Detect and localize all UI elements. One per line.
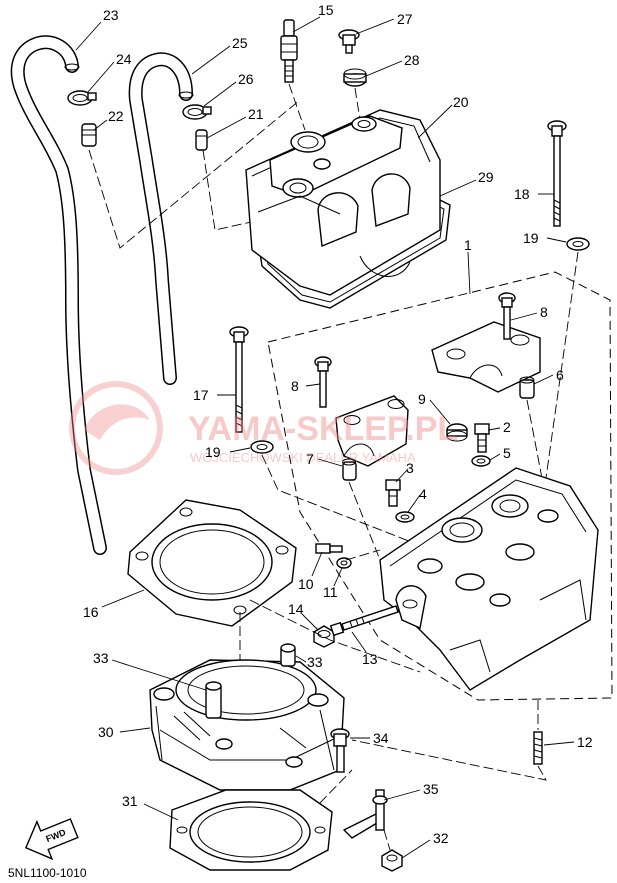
stud-12 bbox=[533, 731, 543, 765]
hose-clamp-26 bbox=[182, 104, 212, 120]
dealer-watermark: YAMA-SKLEP.PL WOJCIECHOWSKI DEALER YAMAH… bbox=[69, 381, 458, 475]
watermark-title: YAMA-SKLEP.PL bbox=[188, 410, 458, 448]
o-ring-4 bbox=[395, 511, 415, 523]
callout-34: 34 bbox=[373, 730, 389, 746]
washer-11 bbox=[336, 557, 352, 569]
bolt-axis-27 bbox=[354, 87, 361, 121]
camshaft-cap-right bbox=[431, 321, 541, 393]
callout-19-left: 19 bbox=[205, 444, 221, 460]
dowel-pin-7 bbox=[342, 458, 357, 481]
callout-2: 2 bbox=[503, 419, 511, 435]
bolt-13 bbox=[329, 605, 399, 637]
callout-31: 31 bbox=[122, 793, 138, 809]
callout-26: 26 bbox=[238, 71, 254, 87]
cylinder-30 bbox=[149, 659, 345, 791]
cap-bolt-8-right bbox=[498, 292, 516, 340]
spark-plug-axis bbox=[288, 83, 306, 131]
diagram-code: 5NL1100-1010 bbox=[8, 866, 87, 880]
callout-4: 4 bbox=[419, 486, 427, 502]
callout-10: 10 bbox=[298, 576, 314, 592]
breather-hose-25 bbox=[128, 52, 194, 385]
callout-30: 30 bbox=[98, 724, 114, 740]
stud-bolt-17 bbox=[229, 326, 249, 433]
cover-bolt-27 bbox=[338, 29, 360, 54]
camshaft-cap-left bbox=[335, 395, 409, 467]
union-bolt-2 bbox=[474, 423, 490, 453]
callout-1: 1 bbox=[464, 237, 472, 253]
callout-23: 23 bbox=[103, 7, 119, 23]
bolt-14 bbox=[313, 625, 335, 648]
callout-8-left: 8 bbox=[291, 378, 299, 394]
hose-fitting-21 bbox=[195, 129, 208, 151]
bolt-34 bbox=[330, 728, 350, 773]
bracket-axis-35 bbox=[383, 829, 391, 851]
callout-29: 29 bbox=[478, 169, 494, 185]
bolt-axis-10 bbox=[345, 549, 381, 561]
cap-bolt-8-left bbox=[314, 356, 332, 408]
callout-33-right: 33 bbox=[307, 654, 323, 670]
dowel-pin-6 bbox=[519, 376, 535, 399]
callout-16: 16 bbox=[83, 604, 99, 620]
stud-bolt-18 bbox=[547, 120, 567, 227]
cylinder-head-cover-20 bbox=[245, 109, 441, 296]
callout-21: 21 bbox=[248, 106, 264, 122]
watermark-subtitle: WOJCIECHOWSKI DEALER YAMAHA bbox=[190, 450, 416, 465]
leader-lines bbox=[75, 16, 575, 859]
hose-clamp-24 bbox=[67, 90, 97, 106]
washer-19-left bbox=[250, 440, 274, 454]
callout-18: 18 bbox=[514, 186, 530, 202]
fwd-arrow-icon: FWD bbox=[24, 818, 79, 861]
hose-route-line-a bbox=[88, 99, 301, 249]
bracket-35 bbox=[342, 789, 388, 839]
callout-33-left: 33 bbox=[93, 650, 109, 666]
callout-labels: 23 15 27 24 25 28 26 20 22 21 29 18 19 1… bbox=[83, 2, 593, 846]
bolt-10 bbox=[315, 543, 343, 554]
callout-14: 14 bbox=[288, 601, 304, 617]
o-ring-5 bbox=[471, 455, 491, 467]
stud-axis-17 bbox=[261, 454, 433, 551]
spark-plug-15 bbox=[280, 19, 298, 83]
callout-28: 28 bbox=[404, 52, 420, 68]
callout-5: 5 bbox=[503, 445, 511, 461]
callout-7: 7 bbox=[306, 451, 314, 467]
stud-axis-18 bbox=[539, 251, 579, 521]
nut-32 bbox=[381, 849, 403, 872]
callout-3: 3 bbox=[406, 460, 414, 476]
callout-27: 27 bbox=[397, 11, 413, 27]
gasket-route-line bbox=[249, 599, 421, 673]
callout-35: 35 bbox=[423, 781, 439, 797]
callout-19-top: 19 bbox=[523, 230, 539, 246]
breather-hose-23 bbox=[10, 35, 107, 555]
cylinder-base-gasket-31 bbox=[169, 789, 333, 871]
hose-fitting-22 bbox=[81, 123, 97, 147]
callout-11: 11 bbox=[323, 584, 338, 600]
plug-3 bbox=[385, 479, 401, 507]
callout-13: 13 bbox=[362, 651, 378, 667]
callout-12: 12 bbox=[577, 734, 593, 750]
callout-8-right: 8 bbox=[540, 304, 548, 320]
callout-17: 17 bbox=[193, 387, 209, 403]
callout-25: 25 bbox=[232, 35, 248, 51]
dowel-pin-33-a bbox=[205, 681, 222, 719]
callout-22: 22 bbox=[108, 108, 124, 124]
stud-route-12 bbox=[351, 739, 547, 781]
callout-6: 6 bbox=[556, 367, 564, 383]
callout-32: 32 bbox=[433, 830, 449, 846]
callout-15: 15 bbox=[318, 2, 334, 18]
cylinder-head-gasket-16 bbox=[127, 499, 297, 627]
plug-9 bbox=[446, 423, 468, 442]
grommet-28 bbox=[343, 68, 367, 87]
dowel-pin-33-b bbox=[280, 643, 296, 667]
callout-9: 9 bbox=[418, 391, 426, 407]
callout-24: 24 bbox=[116, 51, 132, 67]
cylinder-head bbox=[379, 467, 599, 691]
callout-20: 20 bbox=[453, 94, 469, 110]
washer-19-top bbox=[566, 237, 590, 251]
